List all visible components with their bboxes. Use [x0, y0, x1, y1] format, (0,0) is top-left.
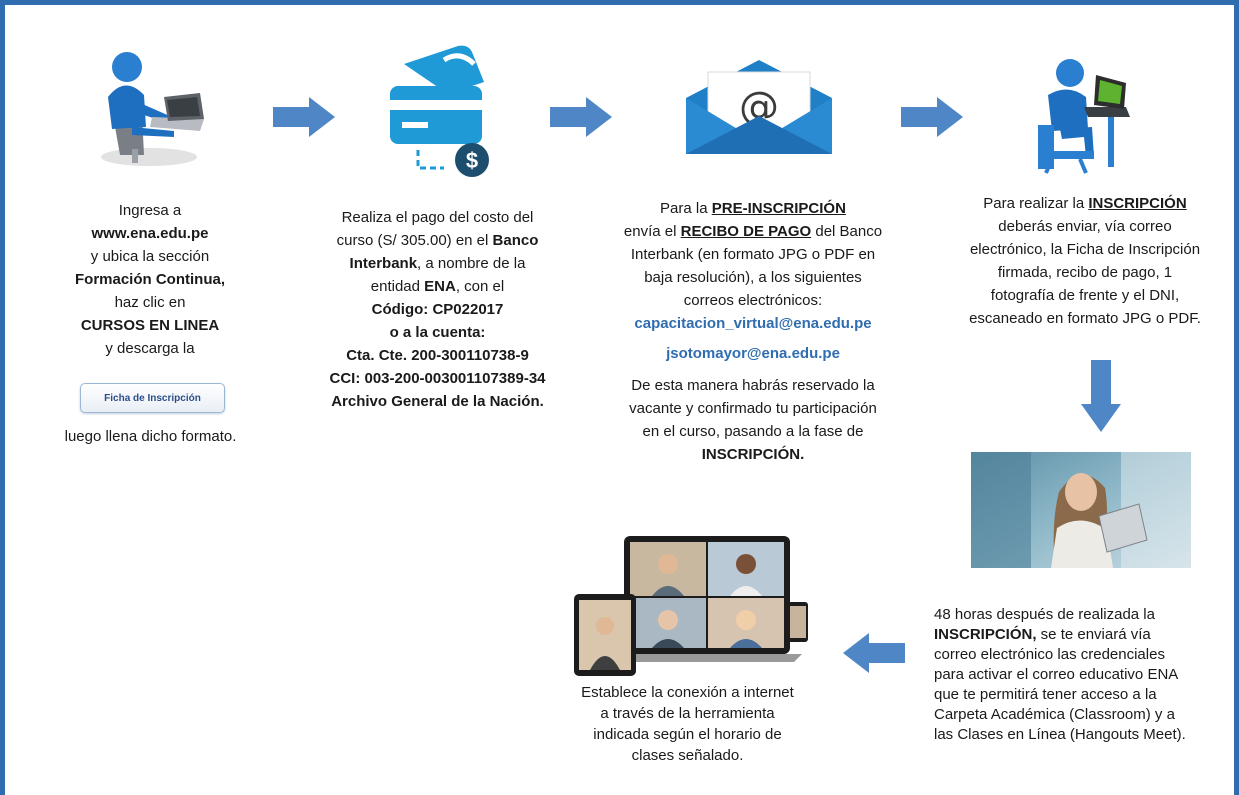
step4-line: electrónico, la Ficha de Inscripción	[969, 241, 1201, 258]
step2-line: CCI: 003-200-003001107389-34	[329, 370, 546, 387]
step5-text-part: se te enviará vía	[1036, 626, 1151, 643]
step2-line: o a la cuenta:	[389, 324, 486, 341]
arrow-down-icon	[1081, 360, 1121, 432]
email-link-jsotomayor[interactable]: jsotomayor@ena.edu.pe	[666, 345, 840, 362]
email-envelope-at-icon: @	[684, 58, 834, 158]
step2-line: entidad ENA, con el	[300, 275, 575, 298]
arrow-right-icon	[901, 97, 963, 137]
arrow-right-icon	[550, 97, 612, 137]
arrow-right-icon	[273, 97, 335, 137]
step3-line: baja resolución), a los siguientes	[644, 269, 862, 286]
recibo-de-pago-label: RECIBO DE PAGO	[680, 223, 812, 240]
step5-line: Carpeta Académica (Classroom) y a	[934, 706, 1175, 723]
step3-line: Interbank (en formato JPG o PDF en	[630, 246, 876, 263]
arrow-left-icon	[843, 633, 905, 673]
step2-line: Interbank, a nombre de la	[300, 252, 575, 275]
videoconference-devices-icon	[572, 536, 812, 676]
step2-line: Cta. Cte. 200-300110738-9	[346, 347, 529, 364]
step2-line: Archivo General de la Nación.	[331, 393, 544, 410]
step1-text: Ingresa a www.ena.edu.pe y ubica la secc…	[60, 199, 240, 360]
step1-line: Ingresa a	[118, 202, 182, 219]
student-with-tablet-photo	[971, 452, 1191, 568]
step3-text-part: Para la	[660, 200, 712, 217]
step5-line: INSCRIPCIÓN, se te enviará vía	[934, 625, 1222, 645]
step5-line: 48 horas después de realizada la	[934, 606, 1155, 623]
step3-line: Para la PRE-INSCRIPCIÓN	[598, 197, 908, 220]
step3-text: Para la PRE-INSCRIPCIÓN envía el RECIBO …	[598, 197, 908, 466]
step3-text-part: del Banco	[811, 223, 883, 240]
step4-line: escaneado en formato JPG o PDF.	[969, 310, 1201, 327]
step3-line: envía el RECIBO DE PAGO del Banco	[598, 220, 908, 243]
step5-text-bold: INSCRIPCIÓN,	[934, 626, 1037, 643]
ficha-inscripcion-button[interactable]: Ficha de Inscripción	[80, 383, 225, 413]
step3-line: en el curso, pasando a la fase de	[642, 423, 864, 440]
step3-line: correos electrónicos:	[683, 292, 823, 309]
step1-line: CURSOS EN LINEA	[80, 317, 220, 334]
step6-line: a través de la herramienta	[600, 705, 775, 722]
step4-line: firmada, recibo de pago, 1	[997, 264, 1173, 281]
step3-line: De esta manera habrás reservado la	[631, 377, 875, 394]
step5-line: las Clases en Línea (Hangouts Meet).	[934, 726, 1186, 743]
step2-line: Código: CP022017	[371, 301, 504, 318]
step1-line: y descarga la	[105, 340, 195, 357]
step2-text-bold: ENA	[424, 278, 456, 295]
frame-left-border	[0, 0, 5, 795]
step5-line: para activar el correo educativo ENA	[934, 666, 1179, 683]
step2-text-part: entidad	[370, 278, 425, 295]
step2-text-part: , a nombre de la	[417, 255, 526, 272]
step1-line: luego llena dicho formato.	[64, 428, 237, 445]
step5-line: que te permitirá tener acceso a la	[934, 686, 1157, 703]
step4-text-part: Para realizar la	[983, 195, 1089, 212]
step1-line: y ubica la sección	[90, 248, 210, 265]
step2-text: Realiza el pago del costo del curso (S/ …	[300, 206, 575, 413]
frame-top-border	[0, 0, 1239, 5]
step5-text: 48 horas después de realizada la INSCRIP…	[934, 605, 1222, 745]
step6-line: Establece la conexión a internet	[581, 684, 794, 701]
email-link-capacitacion[interactable]: capacitacion_virtual@ena.edu.pe	[634, 315, 872, 332]
card-payment-dollar-icon: $	[386, 42, 506, 177]
svg-text:$: $	[466, 148, 478, 173]
pre-inscripcion-label: PRE-INSCRIPCIÓN	[711, 200, 846, 217]
step2-line: curso (S/ 305.00) en el Banco	[300, 229, 575, 252]
step1-line: Formación Continua,	[75, 271, 225, 288]
step4-text: Para realizar la INSCRIPCIÓN deberás env…	[935, 192, 1235, 330]
step4-line: deberás enviar, vía correo	[998, 218, 1172, 235]
step6-text: Establece la conexión a internet a travé…	[555, 682, 820, 766]
step2-line: Realiza el pago del costo del	[341, 209, 534, 226]
step3-line: vacante y confirmado tu participación	[629, 400, 877, 417]
step3-text-part: envía el	[623, 223, 681, 240]
step3-line: INSCRIPCIÓN.	[701, 446, 805, 463]
step6-line: clases señalado.	[631, 747, 744, 764]
step2-text-bold: Banco	[492, 232, 539, 249]
step2-text-part: curso (S/ 305.00) en el	[336, 232, 493, 249]
inscripcion-label: INSCRIPCIÓN	[1088, 195, 1187, 212]
step6-line: indicada según el horario de	[593, 726, 782, 743]
step1-line: haz clic en	[114, 294, 186, 311]
frame-right-border	[1234, 0, 1239, 795]
website-link[interactable]: www.ena.edu.pe	[91, 225, 209, 242]
step4-line: Para realizar la INSCRIPCIÓN	[935, 192, 1235, 215]
person-sitting-laptop-icon	[1030, 55, 1140, 175]
person-at-laptop-icon	[92, 45, 207, 170]
step2-text-part: , con el	[455, 278, 505, 295]
step5-line: correo electrónico las credenciales	[934, 646, 1165, 663]
step4-line: fotografía de frente y el DNI,	[990, 287, 1180, 304]
step2-text-bold: Interbank	[349, 255, 418, 272]
